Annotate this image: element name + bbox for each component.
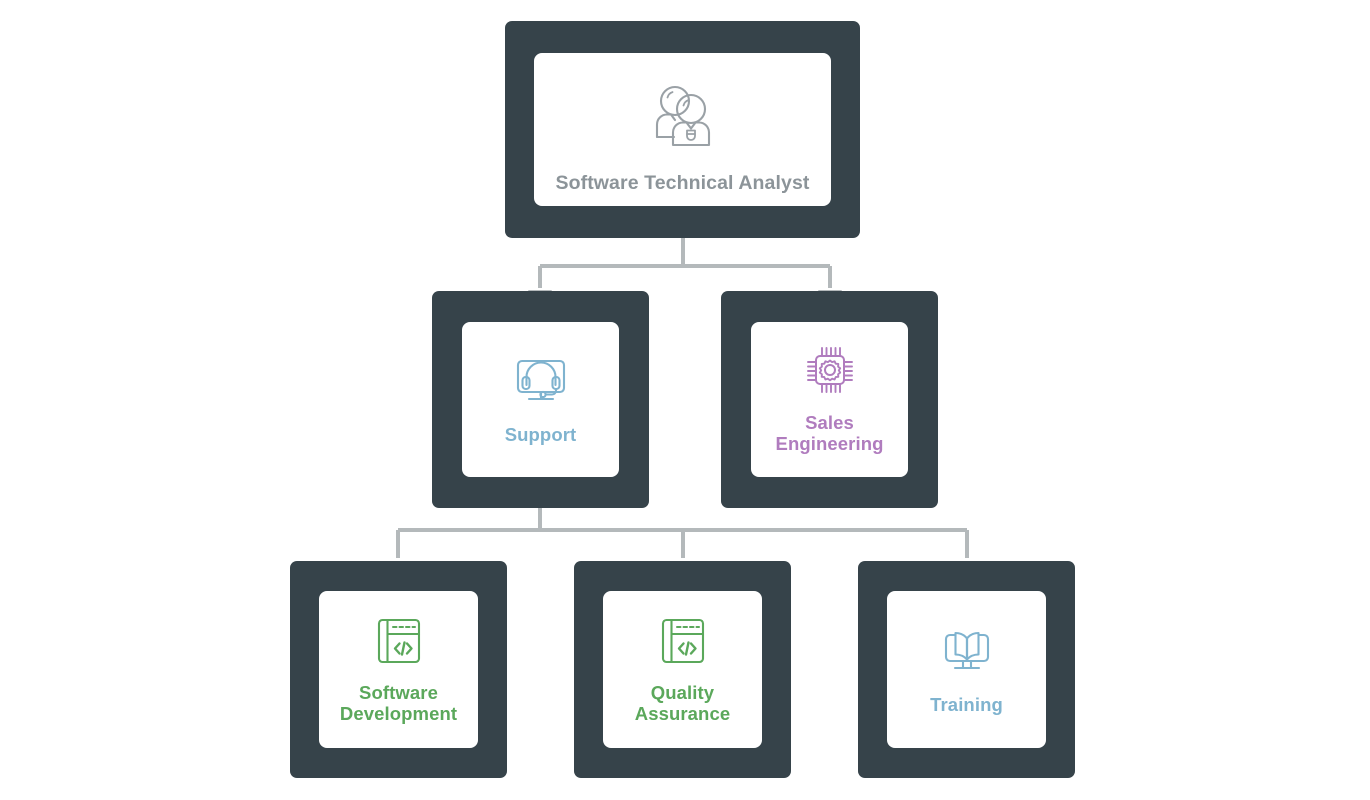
node-label: Training [930,694,1003,716]
node-sales-engineering[interactable]: Sales Engineering [721,291,938,508]
node-software-technical-analyst[interactable]: Software Technical Analyst [505,21,860,238]
cpu-chip-gear-icon [803,343,857,397]
node-label-line-2: Assurance [634,702,731,724]
node-training[interactable]: Training [858,561,1075,778]
code-window-icon [657,615,709,667]
node-label-line-1: Software [359,681,438,703]
node-face: Software Technical Analyst [534,53,831,206]
node-label: Support [504,424,577,446]
code-window-icon [373,615,425,667]
node-label: Quality Assurance [634,681,731,724]
node-face: Support [462,322,619,477]
node-support[interactable]: Support [432,291,649,508]
open-book-monitor-icon [939,623,995,679]
node-label-line-2: Development [339,702,458,724]
node-face: Training [887,591,1046,748]
node-face: Quality Assurance [603,591,762,748]
node-quality-assurance[interactable]: Quality Assurance [574,561,791,778]
node-face: Sales Engineering [751,322,908,477]
headset-monitor-icon [513,353,569,409]
node-software-development[interactable]: Software Development [290,561,507,778]
two-users-icon [645,81,721,157]
node-label-line-1: Quality [650,681,715,703]
node-label: Software Technical Analyst [555,171,810,194]
node-face: Software Development [319,591,478,748]
node-label-line-1: Sales [805,411,854,433]
node-label: Sales Engineering [775,411,884,454]
node-label-line-2: Engineering [775,432,884,454]
node-label: Software Development [339,681,458,724]
